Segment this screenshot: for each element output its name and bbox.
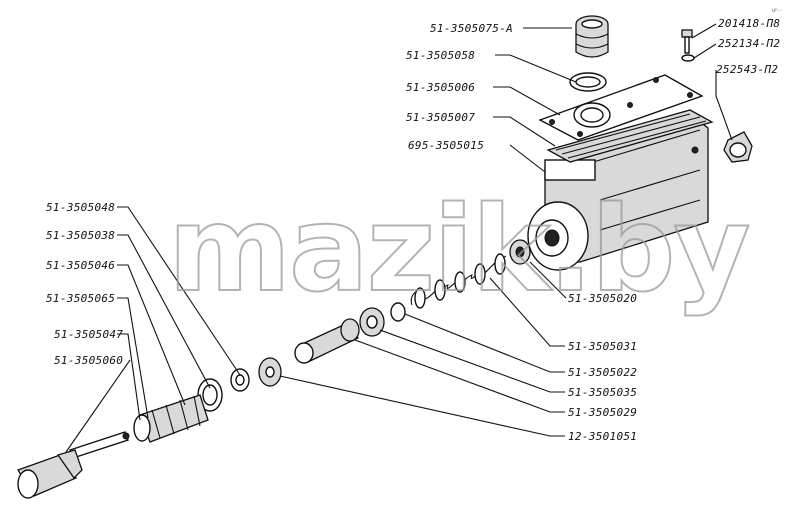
stop-ring-part bbox=[258, 357, 282, 387]
label-boot-clamp: 51-3505065 bbox=[46, 292, 115, 305]
label-cover-plate: 51-3505006 bbox=[406, 81, 475, 94]
sealing-ring-part bbox=[569, 72, 607, 92]
part-labels: 51-3505075-A 51-3505058 51-3505006 51-35… bbox=[46, 17, 780, 443]
thrust-washer-part bbox=[230, 368, 250, 392]
label-gasket: 51-3505007 bbox=[406, 111, 475, 124]
label-cylinder-body: 695-3505015 bbox=[408, 139, 484, 152]
piston-part bbox=[294, 318, 360, 364]
label-retaining-ring: 51-3505038 bbox=[46, 229, 115, 242]
washer-part bbox=[681, 54, 695, 62]
label-pushrod: 51-3505047 bbox=[54, 328, 123, 341]
label-bolt: 201418-П8 bbox=[718, 17, 780, 30]
retaining-ring-part bbox=[197, 378, 223, 412]
secondary-seal-part bbox=[359, 307, 385, 337]
pushrod-fork-part bbox=[17, 449, 83, 499]
valve-part bbox=[509, 239, 531, 265]
gasket-part bbox=[546, 109, 714, 163]
label-pushrod-fork: 51-3505060 bbox=[54, 354, 123, 367]
label-sealing-ring: 51-3505058 bbox=[406, 49, 475, 62]
label-return-spring: 51-3505031 bbox=[568, 340, 637, 353]
corner-mark: uᵖ··· bbox=[772, 8, 782, 14]
label-piston: 51-3505029 bbox=[568, 406, 637, 419]
label-primary-cup: 51-3505022 bbox=[568, 366, 637, 379]
label-stop-ring: 12-3501051 bbox=[568, 430, 637, 443]
label-valve: 51-3505020 bbox=[568, 292, 637, 305]
watermark-text: mazik.by bbox=[168, 180, 748, 318]
pushrod-part bbox=[69, 431, 130, 459]
label-dust-boot: 51-3505046 bbox=[46, 259, 115, 272]
label-filler-cap: 51-3505075-A bbox=[430, 22, 513, 35]
primary-cup-part bbox=[390, 302, 406, 322]
return-spring-part bbox=[410, 253, 507, 309]
label-drain-plug: 252543-П2 bbox=[716, 63, 778, 76]
label-washer: 252134-П2 bbox=[718, 37, 780, 50]
leader-lines bbox=[65, 23, 733, 453]
drain-plug-part bbox=[723, 131, 753, 163]
label-secondary-seal: 51-3505035 bbox=[568, 386, 637, 399]
label-thrust-washer: 51-3505048 bbox=[46, 201, 115, 214]
bolt-part bbox=[681, 29, 693, 54]
dust-boot-part bbox=[133, 394, 209, 443]
filler-cap-part bbox=[575, 15, 609, 58]
cover-plate-part bbox=[538, 74, 704, 141]
